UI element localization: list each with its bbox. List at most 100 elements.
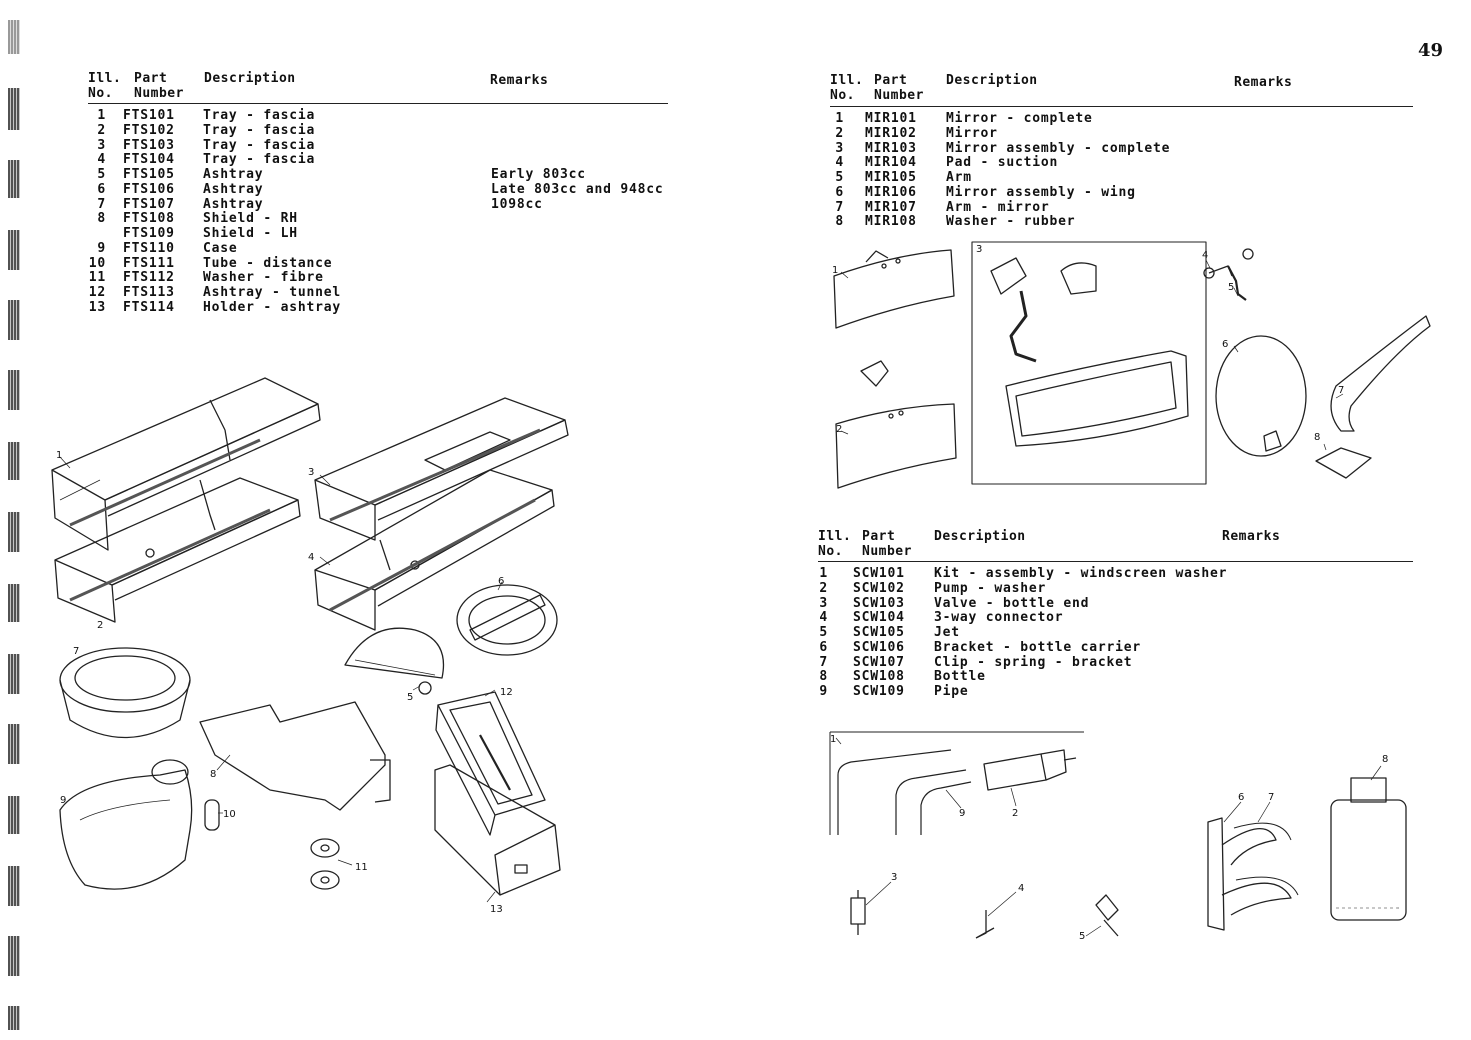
header-number: Number [874, 88, 924, 103]
callout-label: 6 [1222, 339, 1228, 350]
callout-label: 6 [498, 576, 504, 587]
ill-number: 5 [97, 167, 106, 182]
description: 3-way connector [934, 610, 1064, 626]
header-rule [830, 106, 1413, 107]
mirror-2-drawing [835, 360, 957, 489]
mirror-1-drawing [833, 249, 955, 329]
part-number: SCW105 [853, 625, 905, 640]
callout-label: 8 [210, 769, 216, 780]
callout-label: 4 [1018, 883, 1024, 894]
ill-number: 2 [819, 580, 828, 596]
pump-2-drawing [983, 749, 1077, 791]
description: Arm [946, 170, 972, 185]
ill-number: 11 [88, 270, 106, 286]
washers-11-drawing [310, 838, 340, 890]
part-number: MIR102 [865, 125, 917, 141]
tube-10-drawing [204, 799, 220, 831]
leader-lines [840, 259, 1344, 451]
description: Ashtray [203, 196, 264, 212]
callout-label: 2 [1012, 808, 1018, 819]
remarks: 1098cc [491, 196, 543, 212]
header-ill: Ill. [88, 71, 122, 86]
connector-4-drawing [975, 910, 995, 939]
description: Clip - spring - bracket [934, 654, 1133, 670]
description: Mirror - complete [946, 111, 1093, 126]
description: Ashtray - tunnel [203, 285, 342, 300]
part-number: FTS109 [123, 226, 175, 241]
tray-4-drawing [314, 469, 555, 631]
callout-label: 7 [1268, 792, 1274, 803]
description: Tube - distance [203, 255, 333, 271]
description: Pad - suction [946, 155, 1059, 171]
part-number: SCW102 [853, 580, 905, 596]
remarks: Late 803cc and 948cc [491, 181, 664, 197]
callout-label: 5 [1079, 931, 1085, 942]
part-number: SCW107 [853, 654, 905, 670]
washer-parts-table: Ill. Part No. Number Description Remarks… [818, 529, 1428, 705]
pipe-9-drawing [837, 749, 972, 835]
ill-number: 8 [835, 214, 844, 230]
part-number: SCW101 [853, 566, 905, 581]
callout-label: 12 [500, 687, 513, 698]
part-number: FTS105 [123, 167, 175, 182]
table-header: Ill. Part No. Number Description Remarks [818, 529, 1428, 560]
ashtray-7-drawing [59, 647, 191, 739]
callout-label: 3 [308, 467, 314, 478]
callout-label: 1 [832, 265, 838, 276]
description: Tray - fascia [203, 122, 316, 138]
ill-number: 4 [819, 610, 828, 626]
ill-number: 2 [835, 125, 844, 141]
part-number: SCW103 [853, 595, 905, 611]
table-header: Ill. Part No. Number Description Remarks [88, 71, 673, 102]
ashtray-12-drawing [435, 691, 546, 836]
callout-label: 13 [490, 904, 503, 915]
header-remarks: Remarks [490, 73, 549, 88]
part-number: FTS104 [123, 152, 175, 168]
header-remarks: Remarks [1234, 75, 1293, 90]
description: Tray - fascia [203, 137, 316, 153]
description: Shield - LH [203, 226, 298, 241]
fascia-parts-table: Ill. Part No. Number Description Remarks… [88, 71, 673, 322]
ill-number: 3 [97, 137, 106, 153]
valve-3-drawing [850, 890, 866, 935]
description: Bottle [934, 669, 986, 685]
header-description: Description [946, 73, 1038, 88]
callout-label: 4 [308, 552, 314, 563]
bracket-6-drawing [1207, 817, 1292, 931]
description: Arm - mirror [946, 199, 1050, 215]
mirror-3-frame [971, 241, 1207, 485]
description: Washer - fibre [203, 270, 324, 286]
part-number: FTS112 [123, 270, 175, 286]
ill-number: 8 [97, 211, 106, 227]
part-number: FTS113 [123, 285, 175, 300]
callout-label: 5 [407, 692, 413, 703]
part-number: FTS107 [123, 196, 175, 212]
ill-number: 7 [819, 654, 828, 670]
ill-number: 7 [97, 196, 106, 212]
part-number: MIR106 [865, 184, 917, 200]
part-number: FTS111 [123, 255, 175, 271]
part-number: FTS101 [123, 108, 175, 123]
header-rule [818, 561, 1413, 562]
callout-label: 6 [1238, 792, 1244, 803]
holder-13-drawing [434, 764, 561, 896]
description: Valve - bottle end [934, 595, 1090, 611]
description: Mirror assembly - complete [946, 140, 1171, 156]
header-part: Part [874, 73, 908, 88]
leader-lines [835, 737, 1382, 937]
binding-marks [8, 0, 24, 1040]
ill-number: 12 [88, 285, 106, 300]
part-number: MIR105 [865, 170, 917, 185]
remarks: Early 803cc [491, 167, 586, 182]
tray-3-drawing [314, 397, 569, 541]
header-description: Description [934, 529, 1026, 544]
description: Mirror assembly - wing [946, 184, 1136, 200]
ill-number: 1 [97, 108, 106, 123]
callout-label: 7 [73, 646, 79, 657]
mirror-3-drawing [990, 257, 1189, 447]
description: Case [203, 240, 238, 256]
arm-7-drawing [1330, 315, 1431, 432]
ill-number: 9 [97, 240, 106, 256]
